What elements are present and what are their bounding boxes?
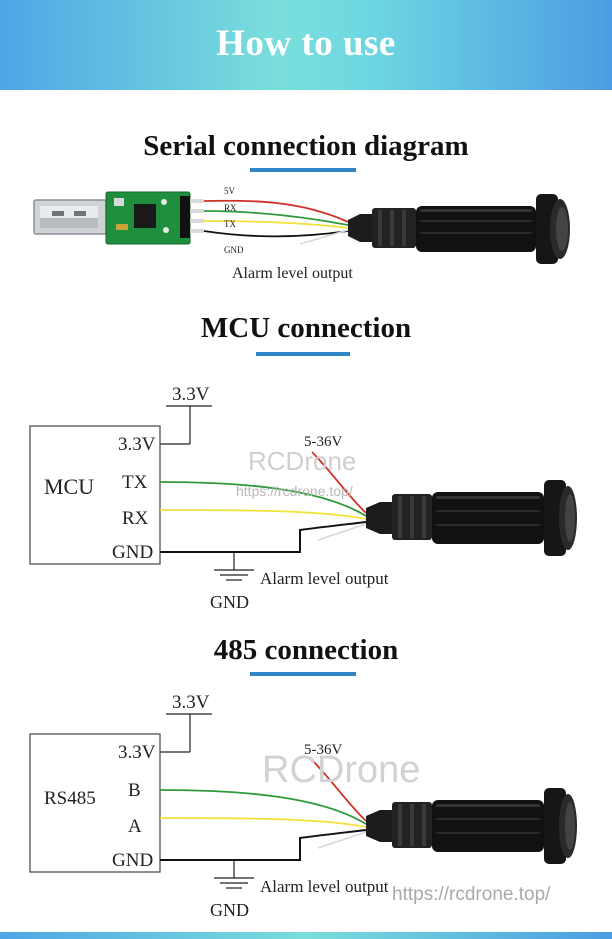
pin-label-tx: TX [224,219,236,229]
mcu-alarm-label: Alarm level output [260,569,389,588]
rs485-pin-b: B [128,780,141,801]
rs485-watermark: RCDrone https://rcdrone.top/ [262,749,551,905]
rs485-wire-alarm [317,831,367,849]
rs485-wire-gnd [160,829,367,861]
wire-gnd [203,230,349,238]
mcu-section-title: MCU connection [200,312,412,344]
rs485-alarm-label: Alarm level output [260,877,389,896]
rs485-box-label: RS485 [44,788,96,809]
mcu-wire-alarm [317,523,367,541]
rs485-section-title: 485 connection [213,634,399,666]
mcu-pin-tx: TX [122,472,148,493]
wire-alarm [299,229,349,245]
rs485-supply-label: 3.3V [172,692,210,713]
usb-plug-icon [33,199,107,235]
rs485-sensor-voltage: 5-36V [304,742,342,758]
mcu-wire-power [311,451,367,514]
bottom-accent-bar [0,932,612,939]
mcu-box [29,425,161,565]
rs485-wire-a [159,817,367,828]
rs485-sensor-icon [366,788,577,864]
sensor-icon [348,194,570,264]
wire-rx [203,210,349,226]
pin-label-gnd: GND [224,245,244,255]
mcu-wire-tx [159,481,367,517]
rs485-wire-power [311,759,367,822]
rs485-connection-diagram: 3.3V RS485 3.3V B A GND GND 5-36V Alarm … [29,692,577,920]
rs485-box [29,733,161,873]
mcu-sensor-voltage: 5-36V [304,434,342,450]
page-title: How to use [216,23,396,64]
mcu-wire-gnd [160,521,367,553]
rs485-title-underline [250,672,356,676]
rs485-pin-gnd: GND [112,850,153,871]
mcu-sensor-icon [366,480,577,556]
mcu-watermark-url: https://rcdrone.top/ [236,483,353,499]
rs485-watermark-text: RCDrone [262,749,420,791]
rs485-watermark-url: https://rcdrone.top/ [392,884,551,905]
serial-section-title: Serial connection diagram [143,130,469,162]
rs485-wire-b [159,789,367,825]
mcu-wire-rx [159,509,367,520]
pin-label-5v: 5V [224,186,236,196]
serial-connection-diagram: 5V RX TX GND Alarm level output [33,186,570,282]
mcu-ground-label: GND [210,592,249,612]
mcu-pin-gnd: GND [112,542,153,563]
mcu-pin-3v3: 3.3V [118,434,156,455]
header-banner: How to use [0,0,612,90]
mcu-pin-rx: RX [122,508,149,529]
mcu-box-label: MCU [44,474,94,499]
mcu-connection-diagram: 3.3V MCU 3.3V TX RX GND GND 5-36V Alarm … [29,384,577,612]
rs485-pin-a: A [128,816,142,837]
rs485-ground-label: GND [210,900,249,920]
rs485-pin-3v3: 3.3V [118,742,156,763]
mcu-watermark: RCDrone https://rcdrone.top/ [236,446,356,499]
serial-title-underline [250,168,356,172]
usb-serial-adapter-board [105,191,204,245]
mcu-supply-label: 3.3V [172,384,210,405]
wire-tx [203,220,349,229]
mcu-title-underline [256,352,350,356]
mcu-watermark-text: RCDrone [248,446,356,476]
wire-5v [203,199,349,223]
alarm-label: Alarm level output [232,265,353,282]
pin-label-rx: RX [224,203,237,213]
